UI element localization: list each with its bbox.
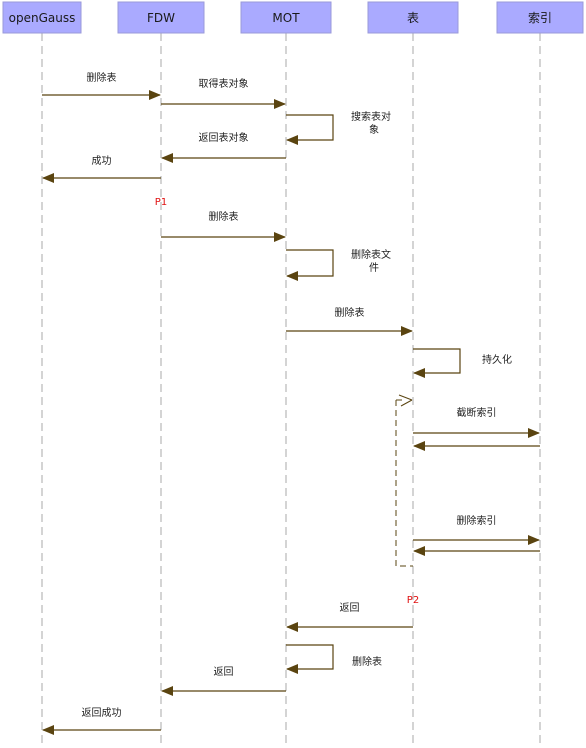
participant-fdw: FDW <box>117 1 205 34</box>
message-m17: 返回成功 <box>42 707 161 735</box>
message-m10: 截断索引 <box>413 406 540 438</box>
message-label: 删除索引 <box>457 514 497 527</box>
message-label: 返回 <box>340 602 360 614</box>
message-label: 返回成功 <box>82 707 122 719</box>
message-m8: 删除表 <box>286 306 413 336</box>
message-label: 成功 <box>92 155 112 167</box>
message-m16: 返回 <box>161 666 286 696</box>
message-label: 删除表 <box>352 655 382 668</box>
message-label: 删除表文 <box>351 248 391 261</box>
marker-p1: P1 <box>155 197 167 208</box>
message-m4: 返回表对象 <box>161 131 286 163</box>
message-m5: 成功 <box>42 155 161 183</box>
message-label: 搜索表对 <box>351 110 391 123</box>
message-m9: 持久化 <box>413 348 512 378</box>
message-label: 取得表对象 <box>199 77 249 90</box>
participant-label: openGauss <box>9 11 76 25</box>
participant-label: MOT <box>272 11 300 25</box>
message-label: 返回表对象 <box>199 131 249 144</box>
message-m1: 删除表 <box>42 71 161 100</box>
message-m12: 删除索引 <box>413 514 540 545</box>
message-m14: 返回 <box>286 602 413 632</box>
participant-table: 表 <box>367 1 459 34</box>
participant-mot: MOT <box>240 1 332 34</box>
message-label: 删除表 <box>335 306 365 319</box>
message-label: 删除表 <box>87 71 117 84</box>
participant-opengauss: openGauss <box>2 1 82 34</box>
self-call-arrow <box>286 114 334 145</box>
message-label: 截断索引 <box>457 406 497 419</box>
message-label: 删除表 <box>209 210 239 223</box>
self-call-arrow <box>413 348 461 378</box>
participant-label: 表 <box>407 11 419 25</box>
message-m15: 删除表 <box>286 644 382 674</box>
message-m2: 取得表对象 <box>161 77 286 109</box>
message-label: 返回 <box>214 666 234 678</box>
message-label: 持久化 <box>482 353 512 366</box>
marker-p2: P2 <box>407 595 419 606</box>
self-call-arrow <box>286 644 334 674</box>
message-label: 件 <box>369 262 379 274</box>
message-m6: 删除表 <box>161 210 286 242</box>
participant-label: FDW <box>147 11 175 25</box>
fragment-bracket <box>395 394 413 567</box>
self-call-arrow <box>286 249 334 281</box>
participant-index: 索引 <box>496 1 584 34</box>
message-label: 象 <box>369 124 379 136</box>
participant-label: 索引 <box>528 11 552 25</box>
